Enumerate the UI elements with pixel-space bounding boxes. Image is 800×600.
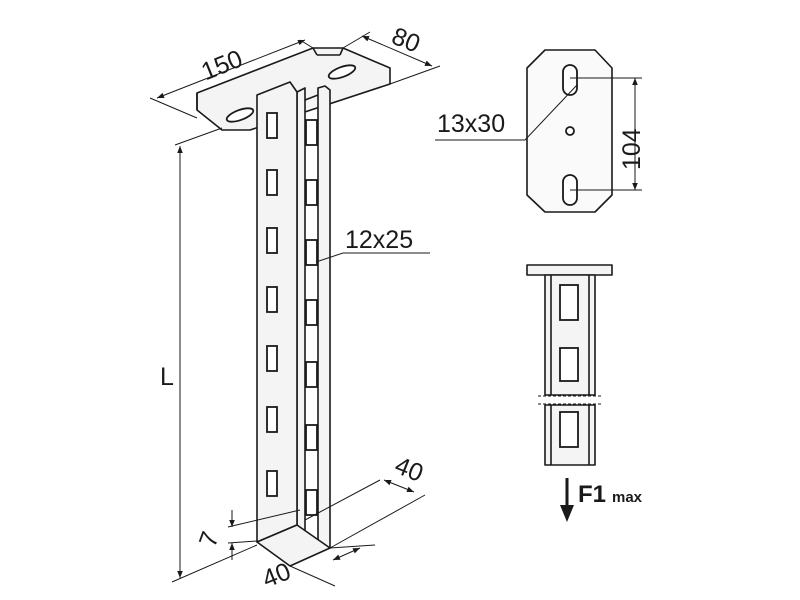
column-slots-side [305, 119, 318, 516]
side-view [526, 264, 613, 466]
plate-top-view: 104 13x30 [435, 49, 646, 213]
dim-104: 104 [618, 128, 646, 170]
load-label: F1 [578, 481, 606, 508]
column-side [296, 87, 306, 546]
plate-slot [562, 64, 578, 96]
dim-80: 80 [388, 22, 424, 58]
dim-L: L [160, 363, 174, 391]
dim-12x25: 12x25 [345, 226, 413, 254]
column-flange [317, 85, 331, 553]
dim-40-side: 40 [391, 451, 427, 487]
load-subscript: max [612, 489, 643, 506]
dim-7: 7 [194, 528, 225, 551]
dim-13x30: 13x30 [437, 110, 505, 138]
isometric-view: 150 80 L 12x25 40 40 7 [149, 22, 441, 594]
column-slots-front [266, 112, 278, 497]
plate-slot [327, 64, 357, 80]
plate-slot [225, 107, 255, 123]
load-indicator: F1 max [560, 478, 643, 522]
arrow-down-icon [560, 505, 574, 522]
